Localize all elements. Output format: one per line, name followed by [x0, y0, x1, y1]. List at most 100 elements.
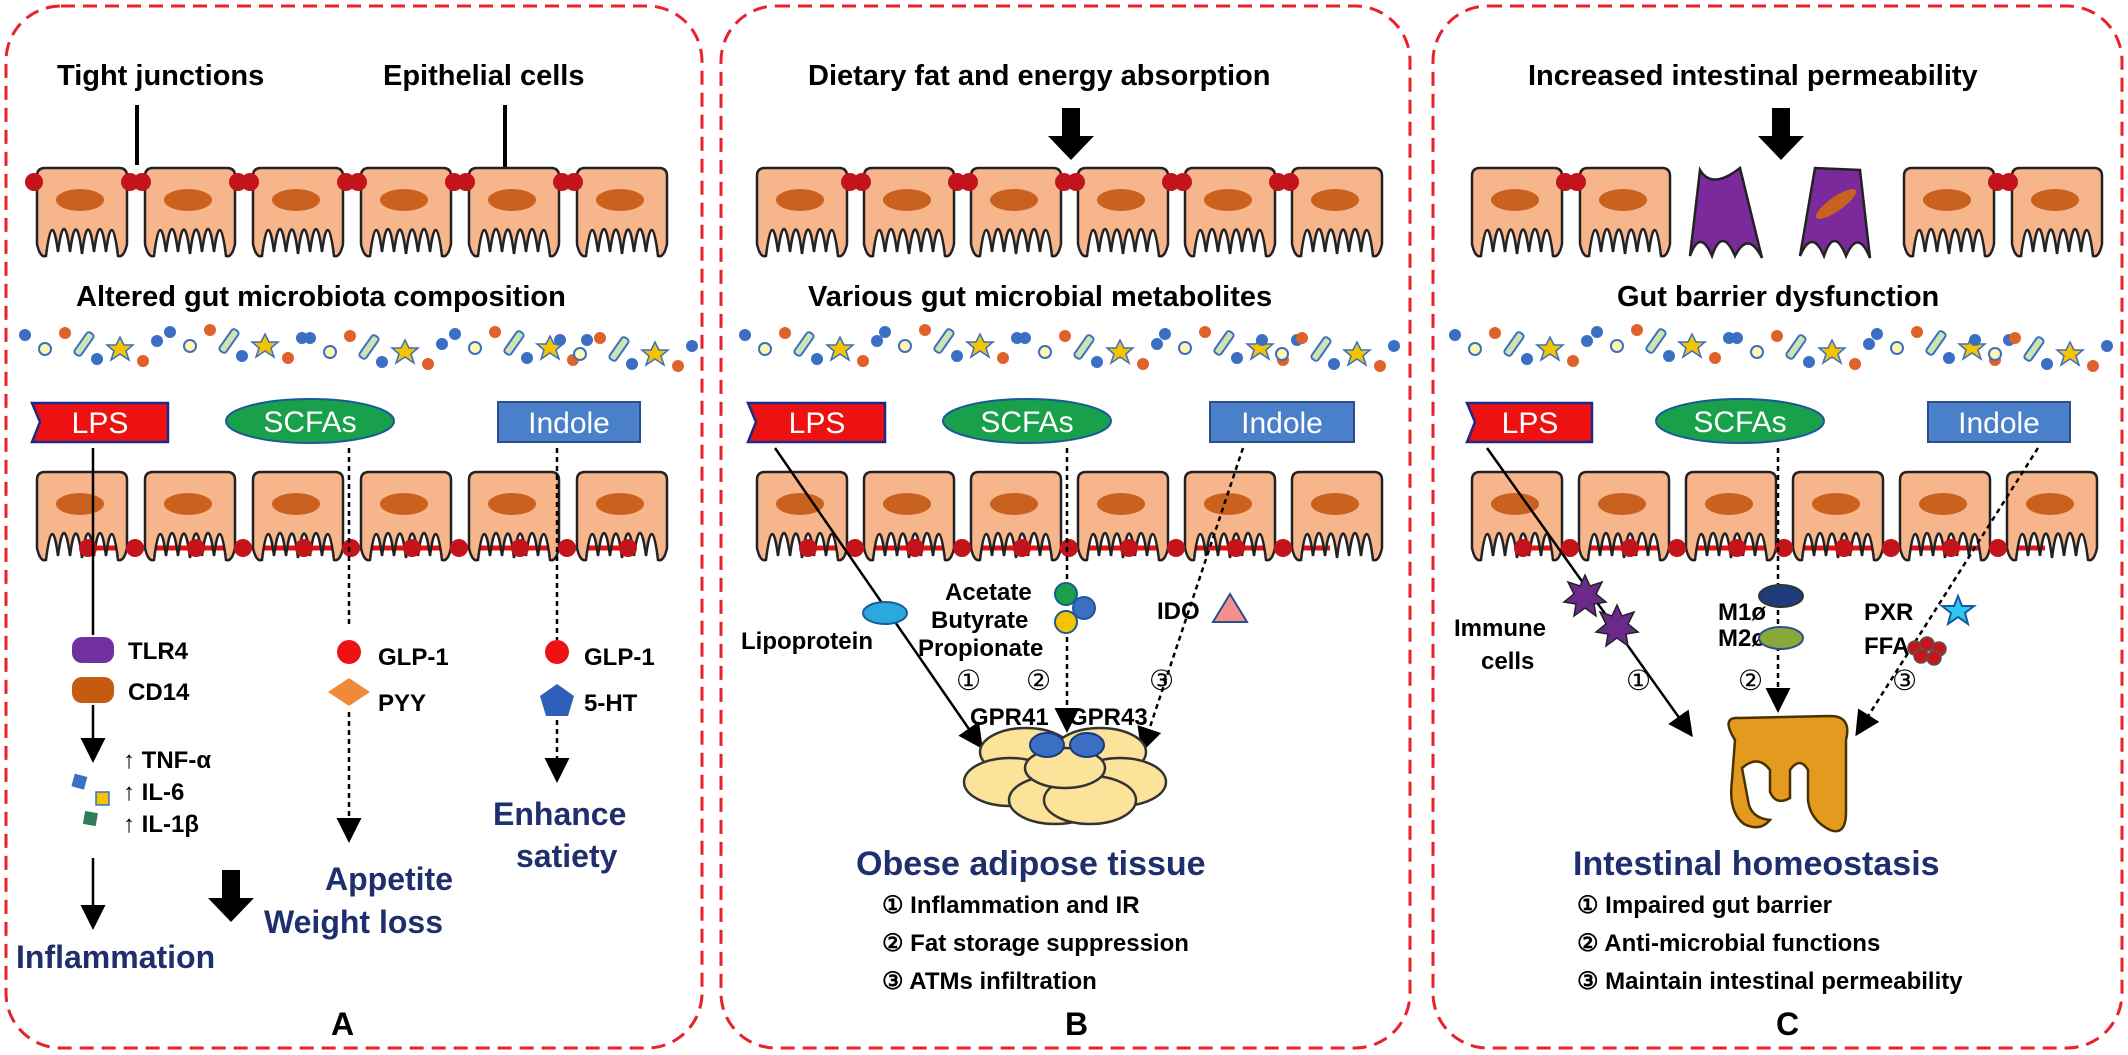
tag-indole-a: Indole [497, 401, 641, 443]
propionate-dot [1054, 610, 1078, 634]
number-2-b: ② [1026, 665, 1051, 696]
tag-scfa-b-text: SCFAs [980, 406, 1073, 439]
epithelium-bottom-a [35, 470, 669, 562]
number-1-b: ① [956, 665, 981, 696]
arrow-lps-b [773, 447, 983, 750]
microbes-a [18, 323, 699, 373]
arrow-down-bold-b [1048, 108, 1094, 160]
glp1-dot-right [545, 640, 569, 664]
label-epithelial-cells: Epithelial cells [383, 60, 584, 92]
panel-letter-b: B [1065, 1006, 1088, 1042]
tlr4-receptor [72, 637, 114, 663]
panel-a: Tight junctions Epithelial cells Altered… [4, 4, 704, 1050]
immune-cells [1562, 573, 1640, 648]
item-b-1: ① Inflammation and IR [882, 892, 1140, 919]
panel-c: Increased intestinal permeability Gut ba… [1431, 4, 2124, 1050]
m1-macrophage [1758, 584, 1804, 608]
tag-scfa-b: SCFAs [942, 398, 1112, 444]
ido-triangle [1211, 592, 1249, 623]
label-metabolites: Various gut microbial metabolites [808, 281, 1272, 313]
epithelium-top [25, 166, 669, 258]
label-gpr41: GPR41 [970, 704, 1049, 731]
title-c: Increased intestinal permeability [1528, 60, 1978, 92]
glp1-dot-a [337, 640, 361, 664]
label-m1: M1ø [1718, 599, 1766, 626]
label-propionate: Propionate [918, 635, 1043, 662]
item-c-3: ③ Maintain intestinal permeability [1577, 968, 1963, 995]
out-satiety: satiety [516, 838, 618, 874]
label-microbiota: Altered gut microbiota composition [76, 281, 566, 313]
label-ido: IDO [1157, 598, 1200, 625]
label-immune-1: Immune [1454, 615, 1546, 642]
label-immune-2: cells [1481, 648, 1534, 675]
pxr-star [1939, 593, 1977, 627]
item-c-1: ① Impaired gut barrier [1577, 892, 1832, 919]
damaged-cell-2 [1798, 166, 1872, 260]
arrow-indole-b [1137, 447, 1245, 753]
butyrate-dot [1072, 596, 1096, 620]
tag-indole-a-text: Indole [528, 407, 610, 440]
epithelium-bottom-c [1470, 470, 2099, 562]
tag-scfa-a-text: SCFAs [263, 406, 356, 439]
label-glp1-mid: GLP-1 [378, 644, 449, 671]
label-pxr: PXR [1864, 599, 1913, 626]
pyy-diamond [328, 678, 370, 706]
label-dysfunction: Gut barrier dysfunction [1617, 281, 1939, 313]
cd14-receptor [72, 677, 114, 703]
m2-macrophage [1758, 626, 1804, 650]
label-butyrate: Butyrate [931, 607, 1028, 634]
title-b: Dietary fat and energy absorption [808, 60, 1271, 92]
number-3-b: ③ [1149, 665, 1174, 696]
epithelium-top-c [1470, 165, 2104, 260]
label-5ht: 5-HT [584, 690, 638, 717]
arrow-indole-c [1855, 447, 2040, 737]
acetate-dot [1054, 582, 1078, 606]
number-1-c: ① [1626, 665, 1651, 696]
tag-lps-a: LPS [30, 401, 170, 444]
panel-b: Dietary fat and energy absorption Variou… [719, 4, 1412, 1050]
out-inflammation: Inflammation [16, 939, 215, 975]
arrow-down-bold-a [208, 870, 254, 922]
epithelium-bottom-b [755, 470, 1384, 562]
panel-letter-a: A [331, 1006, 354, 1042]
colon-shape [1727, 714, 1849, 833]
panel-c-border [1431, 4, 2124, 1050]
label-pyy: PYY [378, 690, 426, 717]
microbes-c [1448, 323, 2114, 373]
tag-lps-b: LPS [746, 401, 887, 444]
item-b-2: ② Fat storage suppression [882, 930, 1189, 957]
item-c-2: ② Anti-microbial functions [1577, 930, 1880, 957]
tag-indole-b: Indole [1209, 401, 1355, 443]
tag-indole-c-text: Indole [1958, 407, 2040, 440]
tag-indole-b-text: Indole [1241, 407, 1323, 440]
panel-letter-c: C [1776, 1006, 1799, 1042]
panel-a-border [4, 4, 704, 1050]
tag-lps-a-text: LPS [72, 407, 129, 440]
gpr41-receptor [1029, 732, 1065, 758]
out-appetite: Appetite [325, 861, 453, 897]
ffa-cluster [1907, 636, 1947, 666]
epithelium-top-b [755, 166, 1384, 258]
label-glp1-right: GLP-1 [584, 644, 655, 671]
out-weight-loss: Weight loss [264, 904, 443, 940]
gpr43-receptor [1069, 732, 1105, 758]
label-il6: ↑ IL-6 [123, 779, 184, 806]
tag-lps-b-text: LPS [789, 407, 846, 440]
ht5-pentagon [540, 684, 574, 716]
label-tnf: ↑ TNF-α [123, 747, 211, 774]
tag-scfa-c-text: SCFAs [1693, 406, 1786, 439]
label-il1: ↑ IL-1β [123, 811, 199, 838]
damaged-cell-nucleus [1815, 189, 1857, 219]
out-enhance: Enhance [493, 796, 626, 832]
number-2-c: ② [1738, 665, 1763, 696]
tag-scfa-a: SCFAs [225, 398, 395, 444]
number-3-c: ③ [1892, 665, 1917, 696]
item-b-3: ③ ATMs infiltration [882, 968, 1097, 995]
cytokine-squares [71, 773, 110, 827]
label-cd14: CD14 [128, 679, 190, 706]
label-acetate: Acetate [945, 579, 1032, 606]
label-gpr43: GPR43 [1069, 704, 1148, 731]
label-tlr4: TLR4 [128, 638, 189, 665]
label-tight-junctions: Tight junctions [57, 60, 264, 92]
